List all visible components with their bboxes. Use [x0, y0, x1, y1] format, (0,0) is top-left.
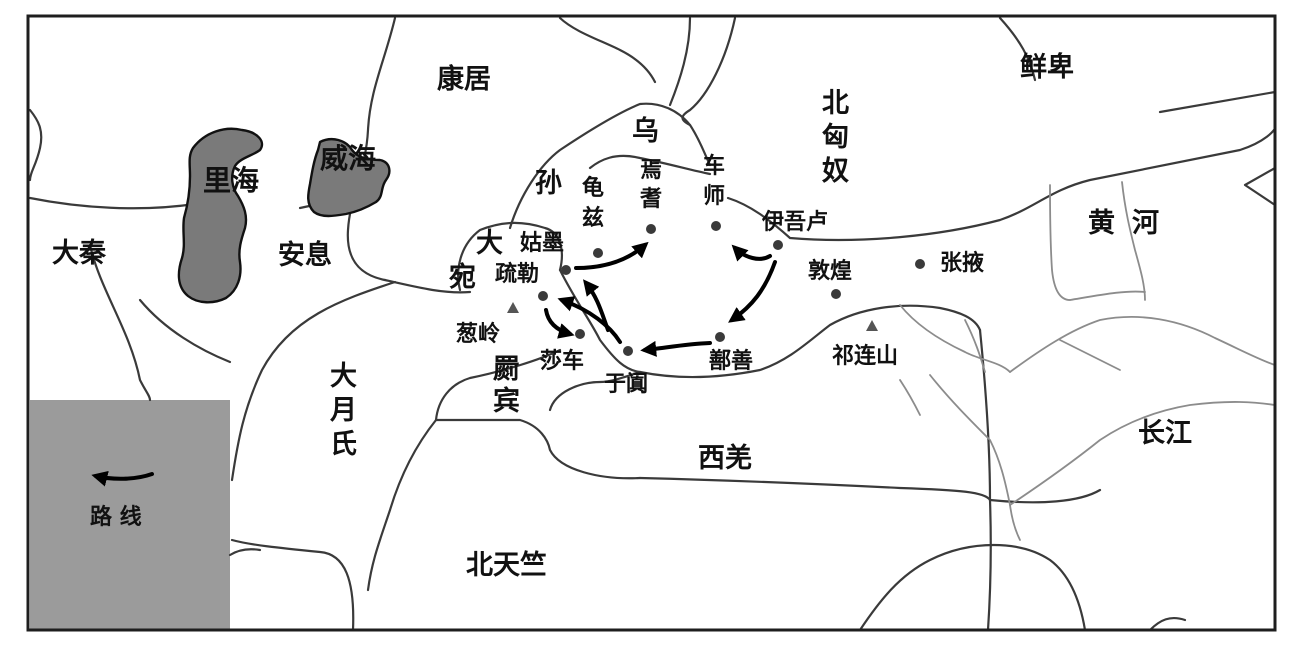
route-arrows: [544, 241, 777, 357]
region-da-yue-zhi-2: 月: [329, 395, 357, 426]
route-arrow-yiwulu-to-cheshi: [731, 244, 772, 262]
route-arrow-yutian-to-shule: [557, 296, 622, 344]
region-chang-jiang: 长江: [1138, 418, 1192, 449]
shan-shan-dot: [715, 332, 725, 342]
gui-zi-dot: [593, 248, 603, 258]
region-da: 大: [476, 228, 503, 259]
mountain-qi-lian-shan: 祁连山: [832, 343, 898, 369]
region-wu: 乌: [632, 115, 659, 147]
city-sha-che: 莎车: [540, 348, 584, 374]
route-arrow-yiwulu-to-shanshan: [728, 260, 777, 323]
gu-mo-dot: [561, 265, 571, 275]
qi-lian-mountain-icon: [866, 320, 878, 331]
region-he: 河: [1132, 208, 1159, 239]
city-shu-le: 疏勒: [495, 261, 539, 287]
legend-route-arrow-icon: [91, 470, 154, 487]
region-da-qin: 大秦: [52, 238, 107, 269]
route-arrow-shanshan-to-yutian: [640, 340, 712, 357]
city-yan-qi-1: 焉: [640, 158, 662, 183]
region-wei-hai: 威海: [320, 142, 376, 175]
route-arrow-gumo-to-yanqi: [574, 241, 649, 270]
city-shan-shan: 鄯善: [709, 348, 753, 374]
lake-weihai-shape: [307, 138, 391, 218]
region-xi-qiang: 西羌: [698, 443, 752, 474]
rivers: [899, 181, 1276, 541]
region-nu: 奴: [822, 156, 849, 187]
route-arrow-yutian-to-gumo: [583, 279, 610, 332]
legend-box: [30, 400, 230, 630]
che-shi-dot: [711, 221, 721, 231]
city-zhang-ye: 张掖: [940, 250, 984, 276]
yu-tian-dot: [623, 346, 633, 356]
city-yan-qi-2: 耆: [639, 187, 662, 212]
dun-huang-dot: [831, 289, 841, 299]
city-labels: 焉 耆 车 师 龟 兹 伊吾卢 姑墨 疏勒 敦煌 张掖 鄯善 于阗 莎车 葱岭 …: [456, 153, 984, 397]
city-yu-tian: 于阗: [604, 372, 648, 397]
yan-qi-dot: [646, 224, 656, 234]
yi-wu-lu-dot: [773, 240, 783, 250]
region-xiong: 匈: [822, 122, 849, 153]
mountain-cong-ling: 葱岭: [456, 321, 500, 347]
region-borders: [28, 16, 1277, 632]
city-gui-zi-1: 龟: [582, 175, 604, 201]
region-an-xi: 安息: [278, 239, 332, 271]
lakes: [177, 127, 391, 304]
city-che-shi-1: 车: [703, 153, 725, 179]
city-che-shi-2: 师: [703, 183, 725, 209]
legend-route-label: 路 线: [90, 504, 142, 530]
city-yi-wu-lu: 伊吾卢: [761, 209, 828, 235]
region-kang-ju: 康居: [437, 63, 491, 95]
city-gu-mo: 姑墨: [520, 231, 564, 256]
region-da-yue-zhi-1: 大: [330, 361, 357, 392]
region-ji-bin-2: 宾: [493, 385, 520, 417]
route-arrow-shule-to-shache: [544, 308, 575, 339]
cong-ling-mountain-icon: [507, 302, 519, 313]
region-da-yue-zhi-3: 氏: [330, 429, 357, 460]
region-wan: 宛: [449, 261, 476, 293]
region-ji-bin-1: 罽: [493, 354, 520, 385]
shu-le-dot: [538, 291, 548, 301]
caspian-sea-shape: [177, 127, 264, 304]
map-frame: [26, 14, 1277, 632]
city-dun-huang: 敦煌: [808, 258, 852, 284]
zhang-ye-dot: [915, 259, 925, 269]
city-dots: [538, 221, 925, 356]
region-sun: 孙: [535, 168, 562, 199]
mountains: [507, 302, 878, 331]
region-bei-tian-zhu: 北天竺: [466, 549, 547, 581]
sha-che-dot: [575, 329, 585, 339]
region-huang: 黄: [1088, 208, 1115, 239]
city-gui-zi-2: 兹: [582, 205, 604, 231]
region-bei: 北: [822, 88, 849, 119]
region-labels: 大秦 里海 威海 安息 康居 乌 孙 大 宛 北 匈 奴 鲜卑 黄 河 大 月 …: [52, 51, 1192, 581]
region-xian-bei: 鲜卑: [1020, 51, 1074, 83]
region-li-hai: 里海: [203, 164, 259, 197]
